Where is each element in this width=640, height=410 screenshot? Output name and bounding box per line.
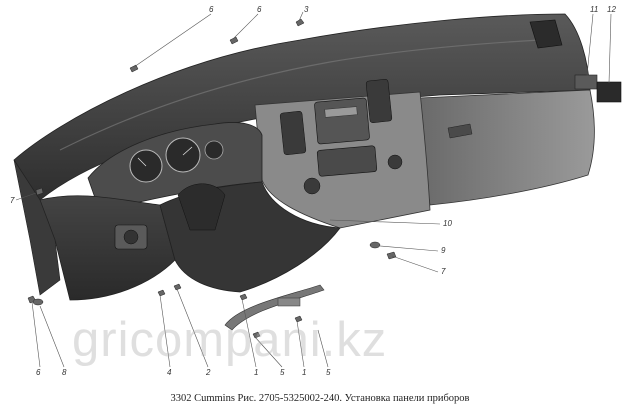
center-vent-right [365, 79, 393, 123]
steering-column [177, 183, 226, 231]
figure-caption: 3302 Cummins Рис. 2705-5325002-240. Уста… [170, 393, 470, 404]
callout-label: 11 [590, 5, 598, 14]
callout-labels: 6 6 3 11 12 7 10 9 7 6 8 4 2 1 5 1 5 [10, 5, 616, 377]
gauge-small [204, 140, 224, 160]
callout-label: 5 [326, 368, 331, 377]
center-vent-left [279, 111, 307, 155]
callout-label: 2 [205, 368, 211, 377]
callout-label: 9 [441, 246, 446, 255]
callout-label: 4 [167, 368, 172, 377]
glovebox-handle [447, 123, 473, 139]
support-bracket [224, 284, 325, 331]
callout-label: 7 [441, 267, 446, 276]
module-part-11 [574, 74, 598, 90]
defroster-vent [529, 19, 563, 49]
callout-label: 1 [254, 368, 258, 377]
module-part-12 [596, 81, 622, 103]
climate-controls [316, 145, 378, 177]
gauge-needle [137, 157, 147, 167]
glovebox-panel [419, 89, 595, 206]
callout-label: 7 [10, 196, 15, 205]
leader-lines [15, 11, 612, 368]
dashboard-top-highlight [59, 39, 541, 151]
fastener-screws [27, 18, 397, 339]
gauge-needle [182, 146, 193, 156]
left-end-cap [13, 159, 61, 296]
driver-lower-panel [39, 195, 176, 301]
callout-label: 6 [257, 5, 262, 14]
bracket-plate [277, 297, 301, 307]
climate-knob [303, 177, 321, 195]
callout-label: 1 [302, 368, 306, 377]
climate-knob [387, 154, 403, 170]
callout-label: 6 [36, 368, 41, 377]
callout-label: 6 [209, 5, 214, 14]
callout-label: 3 [304, 5, 309, 14]
light-switch-knob [123, 229, 139, 245]
callout-label: 10 [443, 219, 452, 228]
radio-display [324, 106, 358, 118]
radio-unit [314, 97, 370, 145]
watermark: gricompani.kz [72, 313, 388, 367]
callout-label: 5 [280, 368, 285, 377]
callout-label: 8 [62, 368, 67, 377]
callout-label: 12 [607, 5, 616, 14]
